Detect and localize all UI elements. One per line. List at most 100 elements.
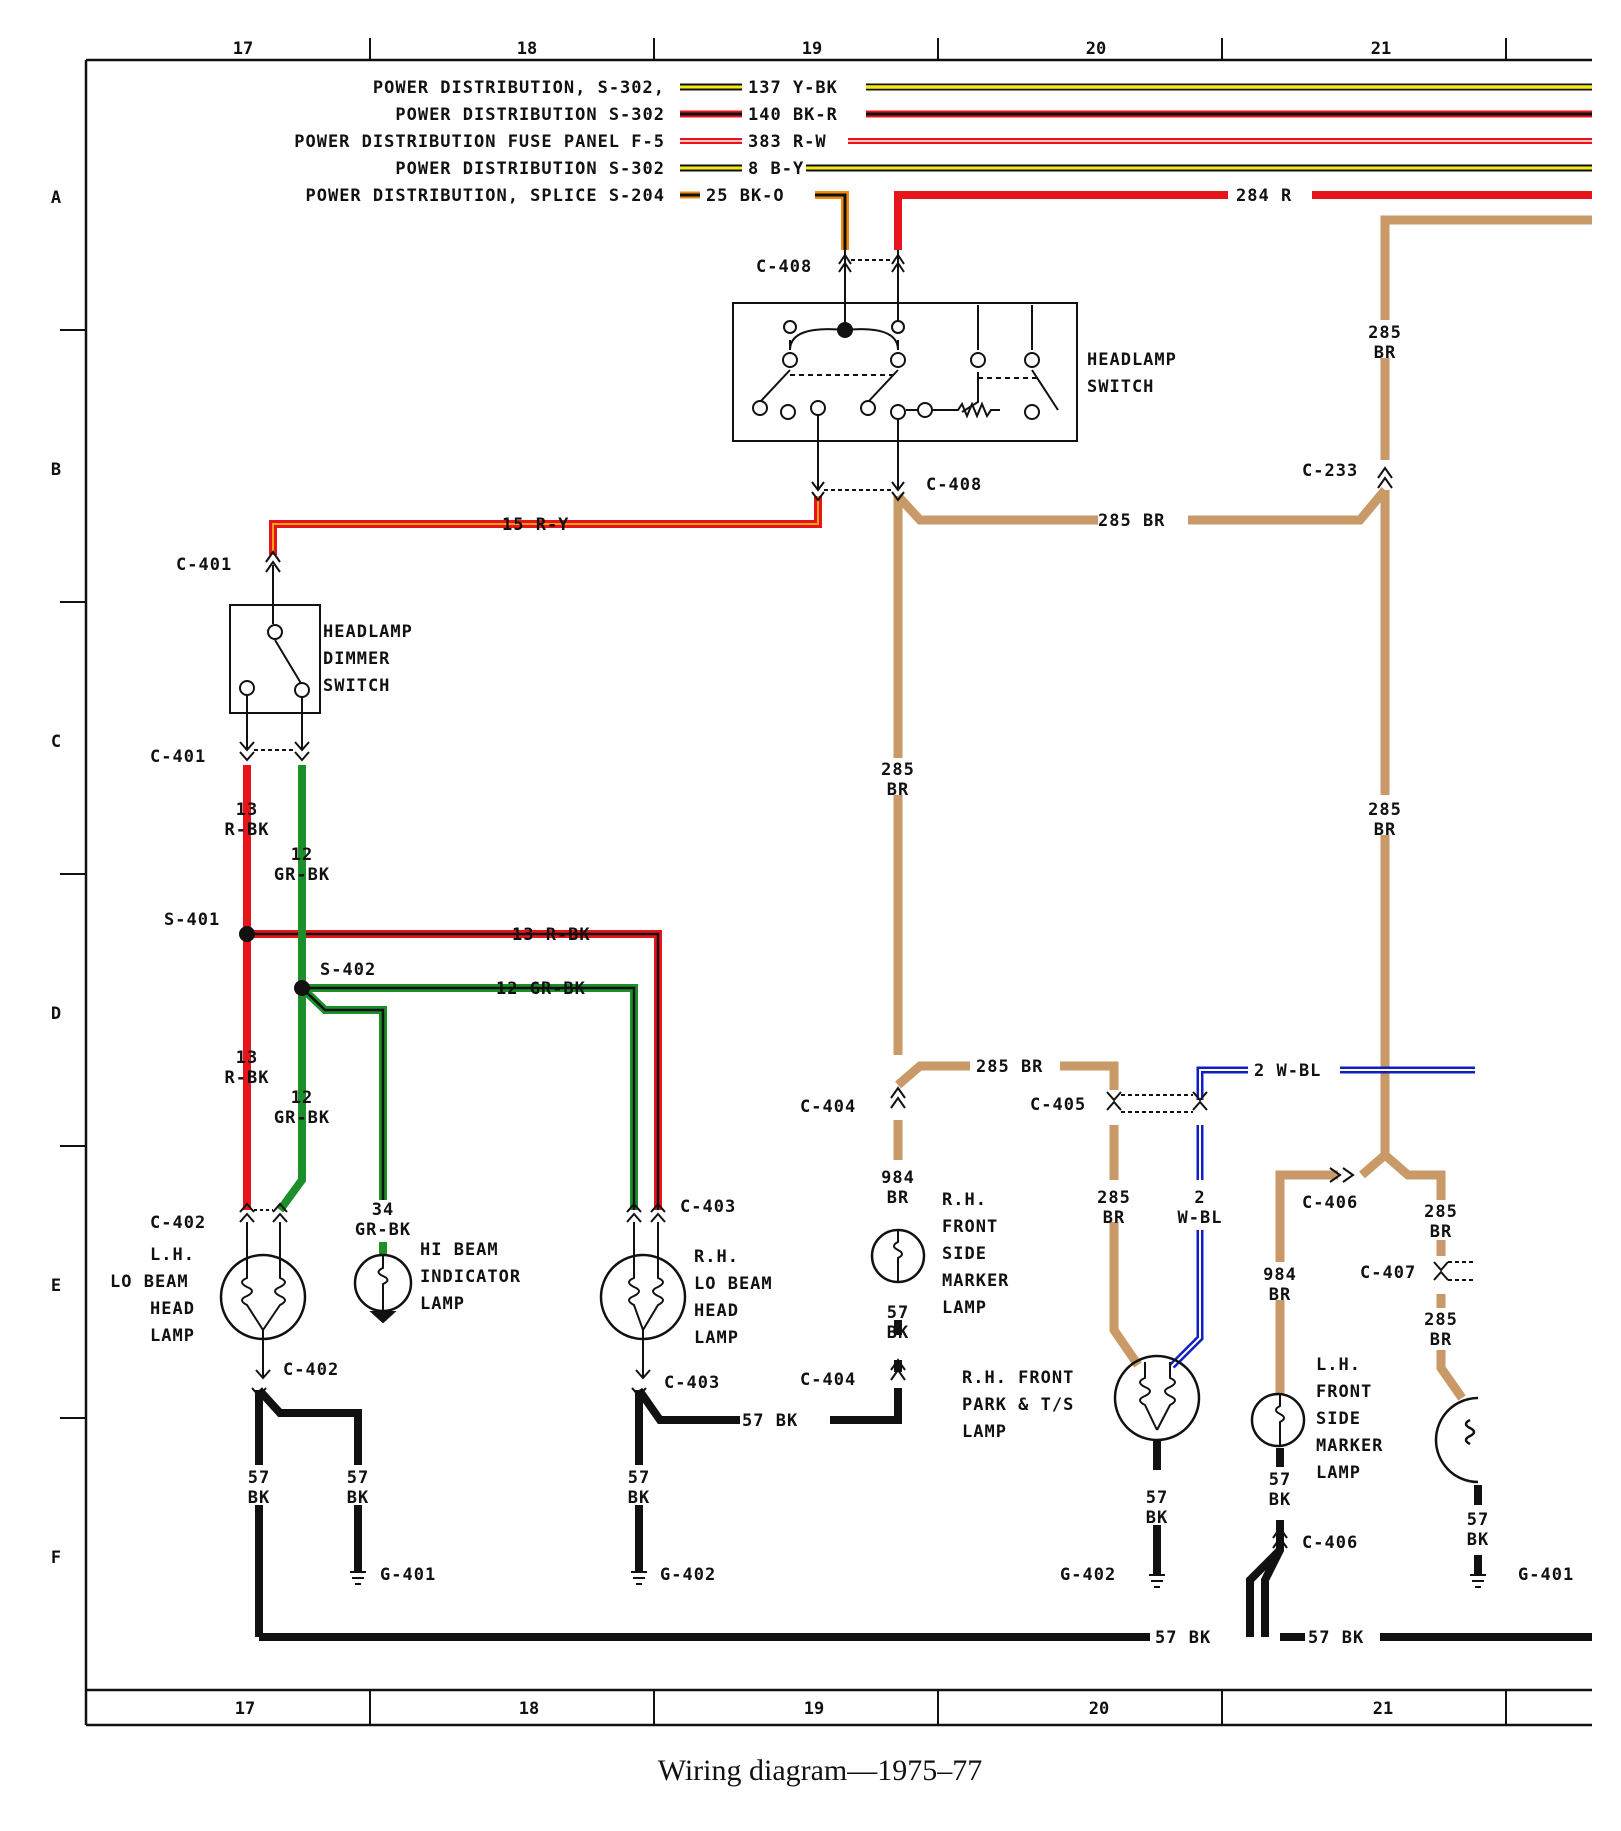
w57-num-6: 57	[1269, 1470, 1291, 1490]
wire-label-57-bottom-left: 57 BK	[1155, 1628, 1211, 1648]
w285-num-1: 285	[1368, 323, 1402, 343]
grid-row-d: D	[51, 1004, 61, 1024]
w285-num-2: 285	[1368, 800, 1402, 820]
w34-num: 34	[372, 1200, 394, 1220]
c406-label-bottom: C-406	[1302, 1533, 1358, 1553]
ground-g402-left	[631, 1571, 647, 1585]
connector-c406-bottom	[1272, 1526, 1288, 1549]
wire-13-r-bk	[243, 765, 662, 1210]
hi-beam-indicator-lamp	[353, 1253, 413, 1324]
w57-col-7: BK	[1467, 1530, 1489, 1550]
feed-source-4: POWER DISTRIBUTION S-302	[395, 159, 665, 179]
wire-label-13-horizontal: 13 R-BK	[512, 925, 591, 945]
grid-col-17-top: 17	[233, 39, 253, 59]
g402-label-right: G-402	[1060, 1565, 1116, 1585]
c408-label-top: C-408	[756, 257, 812, 277]
feed-source-3: POWER DISTRIBUTION FUSE PANEL F-5	[294, 132, 665, 152]
w12-num-1: 12	[291, 845, 313, 865]
w57-num-4: 57	[887, 1303, 909, 1323]
headlamp-switch-label-2: SWITCH	[1087, 377, 1154, 397]
lh-lo-label-2: LO BEAM	[110, 1272, 189, 1292]
g402-label-left: G-402	[660, 1565, 716, 1585]
hi-beam-label-2: INDICATOR	[420, 1267, 521, 1287]
w13-col-2: R-BK	[225, 1068, 270, 1088]
connector-c408-bottom	[811, 481, 905, 502]
lh-lo-beam-lamp	[219, 1202, 307, 1398]
w57-col-4: BK	[887, 1323, 909, 1343]
w13-num-2: 13	[236, 1048, 258, 1068]
feed-source-5: POWER DISTRIBUTION, SPLICE S-204	[305, 186, 665, 206]
s402-label: S-402	[320, 960, 376, 980]
dimmer-label-2: DIMMER	[323, 649, 390, 669]
w984-num-2: 984	[1263, 1265, 1297, 1285]
w285-col-4: BR	[1103, 1208, 1125, 1228]
w57-col-5: BK	[1146, 1508, 1168, 1528]
lh-marker-label-4: MARKER	[1316, 1436, 1383, 1456]
w285-col-5: BR	[1430, 1222, 1452, 1242]
wire-12-gr-bk	[276, 765, 638, 1256]
lh-marker-label-5: LAMP	[1316, 1463, 1361, 1483]
rh-lo-label-3: HEAD	[694, 1301, 739, 1321]
lh-front-park-lamp-partial	[1434, 1396, 1479, 1484]
wire-label-140: 140 BK-R	[748, 105, 838, 125]
rh-marker-label-5: LAMP	[942, 1298, 987, 1318]
w13-col-1: R-BK	[225, 820, 270, 840]
connector-c405	[1106, 1091, 1208, 1113]
c233-label: C-233	[1302, 461, 1358, 481]
wire-label-15: 15 R-Y	[502, 515, 569, 535]
lh-marker-label-3: SIDE	[1316, 1409, 1361, 1429]
rh-marker-label-2: FRONT	[942, 1217, 998, 1237]
grid-col-21-bottom: 21	[1373, 1699, 1393, 1719]
w285-num-6: 285	[1424, 1310, 1458, 1330]
wire-label-383: 383 R-W	[748, 132, 827, 152]
w12-num-2: 12	[291, 1088, 313, 1108]
w57-num-5: 57	[1146, 1488, 1168, 1508]
w13-num-1: 13	[236, 800, 258, 820]
grid-col-19-top: 19	[802, 39, 822, 59]
feed-source-1: POWER DISTRIBUTION, S-302,	[373, 78, 665, 98]
connector-c408-top	[838, 253, 905, 273]
w285-col-1: BR	[1374, 343, 1396, 363]
ground-g401-right	[1470, 1574, 1486, 1588]
grid-col-17-bottom: 17	[235, 1699, 255, 1719]
feed-source-2: POWER DISTRIBUTION S-302	[395, 105, 665, 125]
connector-c233	[1377, 466, 1393, 489]
diagram-caption: Wiring diagram—1975–77	[658, 1754, 983, 1787]
w57-num-7: 57	[1467, 1510, 1489, 1530]
connector-c406-top	[1329, 1167, 1355, 1183]
w285-col-3: BR	[887, 780, 909, 800]
s401-label: S-401	[164, 910, 220, 930]
w12-col-1: GR-BK	[274, 865, 330, 885]
lh-lo-label-4: LAMP	[150, 1326, 195, 1346]
rh-park-label-1: R.H. FRONT	[962, 1368, 1074, 1388]
grid-col-21-top: 21	[1371, 39, 1391, 59]
w57-num-2: 57	[347, 1468, 369, 1488]
w984-col-2: BR	[1269, 1285, 1291, 1305]
wire-label-284: 284 R	[1236, 186, 1292, 206]
c403-label-bottom: C-403	[664, 1373, 720, 1393]
wire-label-8: 8 B-Y	[748, 159, 804, 179]
c403-label-top: C-403	[680, 1197, 736, 1217]
grid-row-c: C	[51, 732, 61, 752]
headlamp-switch-label-1: HEADLAMP	[1087, 350, 1177, 370]
c406-label-top: C-406	[1302, 1193, 1358, 1213]
lh-lo-label-1: L.H.	[150, 1245, 195, 1265]
c405-label: C-405	[1030, 1095, 1086, 1115]
wire-label-137: 137 Y-BK	[748, 78, 838, 98]
w285-num-5: 285	[1424, 1202, 1458, 1222]
w285-col-2: BR	[1374, 820, 1396, 840]
wire-15-r-y	[269, 496, 822, 555]
c402-label-top: C-402	[150, 1213, 206, 1233]
grid-row-a: A	[51, 188, 61, 208]
connector-c401-bottom	[239, 741, 310, 762]
grid-row-e: E	[51, 1276, 61, 1296]
grid-col-20-bottom: 20	[1089, 1699, 1109, 1719]
hi-beam-label-1: HI BEAM	[420, 1240, 499, 1260]
w57-col-6: BK	[1269, 1490, 1291, 1510]
c407-label: C-407	[1360, 1263, 1416, 1283]
lh-marker-label-2: FRONT	[1316, 1382, 1372, 1402]
grid-col-18-top: 18	[517, 39, 537, 59]
wire-57-bk-grounds	[255, 1320, 1592, 1641]
w285-num-3: 285	[881, 760, 915, 780]
rh-lo-label-1: R.H.	[694, 1247, 739, 1267]
